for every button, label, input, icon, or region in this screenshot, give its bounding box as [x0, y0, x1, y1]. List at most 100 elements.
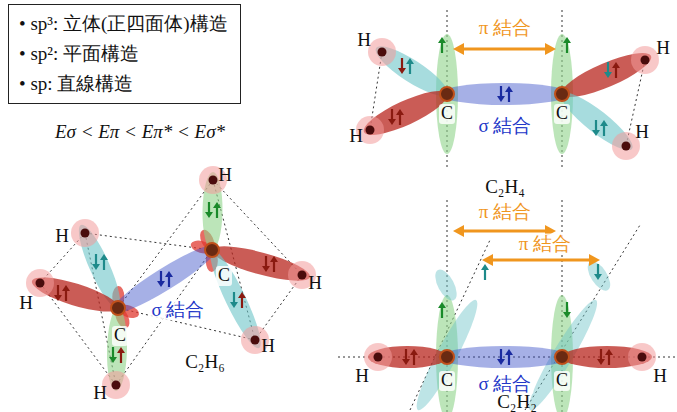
- electron-spin-arrowhead: [438, 37, 446, 43]
- electron-spin-arrowhead: [505, 86, 513, 92]
- electron-spin-arrowhead: [600, 120, 608, 126]
- pi-bond-arrowhead: [453, 43, 464, 55]
- hybrid-structure-note: • sp²: 平面構造: [19, 39, 230, 69]
- pi-bond-arrowhead: [482, 254, 493, 266]
- electron-spin-arrowhead: [62, 285, 70, 291]
- ethane-figure: [26, 166, 316, 399]
- hydrogen-nucleus: [641, 56, 650, 65]
- electron-spin-arrowhead: [100, 254, 108, 260]
- bond-label: σ 結合: [477, 116, 534, 137]
- bond-label: σ 結合: [150, 300, 207, 321]
- atom-label: C: [216, 266, 232, 286]
- bond-label: π 結合: [477, 18, 533, 39]
- atom-label: H: [353, 366, 371, 387]
- hybrid-structure-note: • sp: 直線構造: [19, 69, 230, 99]
- atom-label: C: [439, 371, 455, 391]
- electron-spin-arrowhead: [604, 72, 612, 78]
- ethylene-figure: [356, 10, 659, 170]
- electron-spin-arrowhead: [398, 68, 406, 74]
- electron-spin-arrowhead: [157, 281, 165, 287]
- electron-spin-arrowhead: [92, 264, 100, 270]
- atom-label: H: [355, 30, 373, 51]
- acetylene-figure: [338, 200, 676, 412]
- atom-label: C: [439, 104, 455, 124]
- formula-label: C₂H₆: [183, 352, 227, 373]
- electron-spin-arrowhead: [117, 347, 125, 353]
- electron-spin-arrowhead: [54, 295, 62, 301]
- atom-label: H: [259, 336, 277, 357]
- pi-bond-arrow: [461, 48, 548, 51]
- electron-spin-arrowhead: [165, 271, 173, 277]
- electron-spin-arrowhead: [402, 359, 410, 365]
- hydrogen-nucleus: [36, 279, 45, 288]
- electron-spin-arrowhead: [605, 349, 613, 355]
- atom-label: C: [112, 326, 128, 346]
- electron-spin-arrowhead: [497, 359, 505, 365]
- electron-spin-arrowhead: [262, 266, 270, 272]
- electron-spin-arrowhead: [109, 357, 117, 363]
- electron-spin-arrowhead: [592, 130, 600, 136]
- atom-label: H: [53, 226, 71, 247]
- electron-spin-arrowhead: [563, 312, 571, 318]
- electron-spin-arrowhead: [505, 349, 513, 355]
- electron-spin-arrowhead: [396, 109, 404, 115]
- pi-bond-arrowhead: [545, 43, 556, 55]
- atom-label: H: [633, 122, 651, 143]
- electron-spin-arrowhead: [238, 292, 246, 298]
- carbon-nucleus: [111, 301, 125, 315]
- orbital-lobe: [106, 237, 224, 322]
- hydrogen-nucleus: [378, 48, 387, 57]
- hydrogen-nucleus: [251, 336, 260, 345]
- atom-label: H: [306, 273, 324, 294]
- orbital-lobe: [431, 266, 461, 304]
- electron-spin-arrowhead: [410, 349, 418, 355]
- p-orbital: [551, 34, 573, 154]
- bond-label: π 結合: [517, 234, 573, 255]
- p-orbital: [436, 34, 458, 154]
- hydrogen-1s-orbital: [71, 219, 99, 247]
- electron-spin-arrowhead: [406, 58, 414, 64]
- hydrogen-1s-orbital: [368, 38, 396, 66]
- hydrogen-nucleus: [81, 229, 90, 238]
- hybrid-structure-note: • sp³: 立体(正四面体)構造: [19, 9, 230, 39]
- atom-label: H: [216, 165, 234, 186]
- electron-spin-arrowhead: [270, 256, 278, 262]
- formula-label: C₂H₄: [483, 177, 527, 198]
- hydrogen-nucleus: [112, 381, 121, 390]
- hydrogen-nucleus: [638, 353, 647, 362]
- electron-spin-arrowhead: [388, 119, 396, 125]
- carbon-nucleus: [440, 350, 454, 364]
- carbon-nucleus: [555, 87, 569, 101]
- hydrogen-nucleus: [366, 126, 375, 135]
- electron-spin-arrowhead: [563, 37, 571, 43]
- orbital-lobe: [583, 258, 614, 295]
- hydrogen-1s-orbital: [631, 46, 659, 74]
- hydrogen-nucleus: [622, 142, 631, 151]
- hydrogen-nucleus: [298, 271, 307, 280]
- electron-spin-arrowhead: [438, 302, 446, 308]
- hydrogen-nucleus: [209, 176, 218, 185]
- orbital-lobe: [439, 83, 570, 105]
- electron-spin-arrowhead: [612, 62, 620, 68]
- carbon-nucleus: [440, 87, 454, 101]
- atom-label: H: [17, 293, 35, 314]
- atom-label: H: [654, 38, 672, 59]
- atom-label: C: [554, 371, 570, 391]
- hydrogen-1s-orbital: [628, 343, 656, 371]
- atom-label: H: [91, 383, 109, 404]
- electron-spin-arrowhead: [205, 212, 213, 218]
- electron-spin-arrowhead: [213, 202, 221, 208]
- formula-label: C₂H₂: [495, 392, 539, 412]
- legend-box: • sp³: 立体(正四面体)構造• sp²: 平面構造• sp: 直線構造: [8, 4, 241, 104]
- pi-bond-arrowhead: [453, 225, 464, 237]
- electron-spin-arrowhead: [497, 96, 505, 102]
- bond-label: π 結合: [477, 202, 533, 223]
- carbon-nucleus: [555, 350, 569, 364]
- energy-order: Eσ < Eπ < Eπ* < Eσ*: [53, 122, 227, 143]
- electron-spin-arrowhead: [597, 359, 605, 365]
- electron-spin-arrowhead: [594, 274, 602, 280]
- electron-spin-arrowhead: [230, 302, 238, 308]
- atom-label: H: [651, 366, 669, 387]
- atom-label: H: [347, 126, 365, 147]
